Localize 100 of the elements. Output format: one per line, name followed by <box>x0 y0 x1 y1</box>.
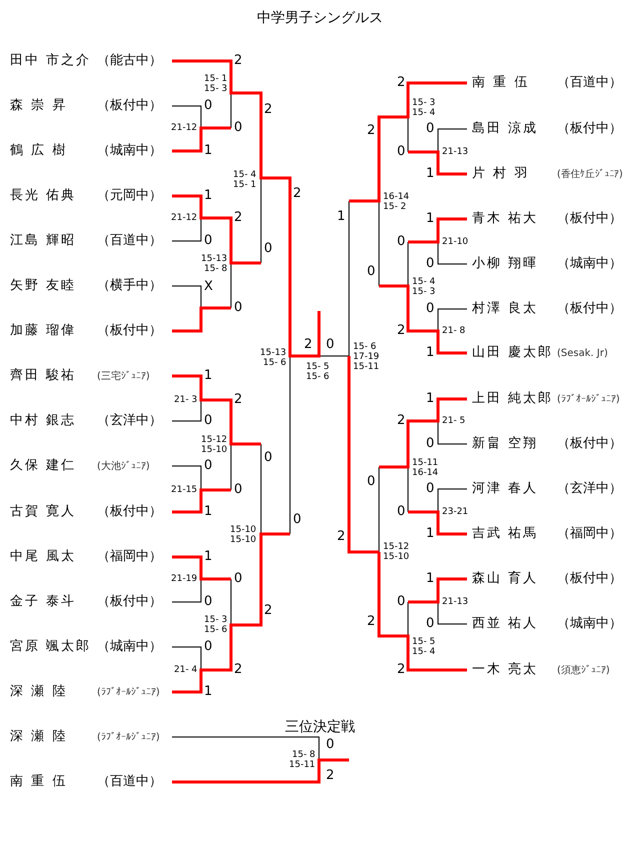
match-score: 0 <box>264 451 272 466</box>
game-score: 15- 2 <box>383 202 406 212</box>
match-score: 2 <box>397 414 406 428</box>
player-name: 矢野 友睦 <box>10 279 76 294</box>
player-name: 加藤 瑠偉 <box>10 324 76 338</box>
game-score: 15- 4 <box>412 278 436 286</box>
school-name: (香住ｹ丘ｼﾞｭﾆｱ) <box>557 168 623 180</box>
game-score: 15-11 <box>289 760 316 770</box>
player-name: 森 崇 昇 <box>10 99 68 114</box>
match-score: 2 <box>234 211 242 226</box>
player-name: 片 村 羽 <box>472 167 530 182</box>
match-score: 2 <box>293 187 302 202</box>
school-name: （百道中） <box>97 234 162 248</box>
player-name: 齊田 駿祐 <box>10 369 76 384</box>
match-score: 0 <box>204 595 212 610</box>
school-name: (ﾗﾌﾞｵｰﾙｼﾞｭﾆｱ) <box>97 732 160 742</box>
player-name: 久保 建仁 <box>10 459 76 474</box>
match-score: 0 <box>234 301 242 316</box>
match-score: 1 <box>204 505 212 520</box>
player-name: 吉武 祐馬 <box>472 527 538 542</box>
school-name: （板付中） <box>97 324 162 338</box>
game-score: 15- 6 <box>263 358 286 368</box>
game-score: 15-13 <box>260 348 286 358</box>
school-name: （城南中） <box>557 257 622 272</box>
player-name: 一木 亮太 <box>472 663 538 678</box>
player-name: 新畠 空翔 <box>472 437 538 452</box>
game-score: 21-19 <box>171 574 198 584</box>
match-score: 2 <box>397 76 406 90</box>
match-score: 2 <box>397 324 406 338</box>
player-name: 青木 祐大 <box>472 212 538 226</box>
match-score: 0 <box>204 414 212 428</box>
player-name: 南 重 伍 <box>10 775 68 790</box>
game-score: 15-12 <box>383 542 410 552</box>
match-score: 1 <box>426 212 434 226</box>
game-score: 15- 4 <box>412 108 436 118</box>
school-name: (ﾗﾌﾞｵｰﾙｼﾞｭﾆｱ) <box>557 394 620 404</box>
player-name: 宮原 颯太郎 <box>10 640 92 654</box>
school-name: (大池ｼﾞｭﾆｱ) <box>97 460 150 472</box>
player-name: 中尾 風太 <box>10 550 76 564</box>
player-name: 島田 涼成 <box>472 122 538 136</box>
player-name: 上田 純太郎 <box>472 392 554 406</box>
match-score: 0 <box>397 145 406 160</box>
game-score: 21-13 <box>442 598 468 606</box>
school-name: （板付中） <box>557 572 622 586</box>
player-name: 深 瀬 陸 <box>10 685 68 700</box>
match-score: 0 <box>204 99 212 114</box>
game-score: 15-11 <box>412 458 438 468</box>
school-name: （城南中） <box>97 144 162 158</box>
match-score: 0 <box>234 483 242 498</box>
school-name: （百道中） <box>557 76 622 90</box>
match-score: 0 <box>367 265 376 280</box>
player-name: 長光 佑典 <box>10 189 76 204</box>
player-name: 小柳 翔暉 <box>472 257 538 272</box>
match-score: 0 <box>426 437 434 452</box>
match-score: 0 <box>426 302 434 316</box>
match-score: 1 <box>426 527 434 542</box>
match-score: 0 <box>426 122 434 136</box>
school-name: （板付中） <box>557 437 622 452</box>
match-score: 0 <box>326 338 334 352</box>
match-score: 0 <box>367 475 376 490</box>
match-score: 2 <box>234 393 242 408</box>
game-score: 21- 3 <box>174 396 198 404</box>
game-score: 15- 1 <box>204 74 228 84</box>
match-score: 2 <box>234 663 242 678</box>
match-score: 1 <box>204 369 212 384</box>
game-score: 15-12 <box>201 436 228 444</box>
player-name: 西並 祐人 <box>472 617 538 632</box>
school-name: （板付中） <box>97 595 162 610</box>
game-score: 15- 4 <box>412 648 436 656</box>
match-score: 2 <box>367 124 376 138</box>
match-score: 0 <box>397 235 406 250</box>
school-name: （福岡中） <box>97 550 162 564</box>
match-score: 1 <box>204 685 212 700</box>
game-score: 15- 3 <box>204 84 228 94</box>
game-score: 21- 5 <box>442 416 466 426</box>
match-score: 2 <box>397 663 406 678</box>
game-score: 15- 5 <box>412 638 436 646</box>
game-score: 21- 8 <box>442 326 466 336</box>
game-score: 15- 8 <box>292 750 316 760</box>
game-score: 15-13 <box>201 254 228 264</box>
match-score: 2 <box>264 604 272 618</box>
match-score: 0 <box>426 257 434 272</box>
game-score: 15-10 <box>230 536 256 544</box>
game-score: 16-14 <box>412 468 438 478</box>
school-name: （板付中） <box>557 302 622 316</box>
match-score: 0 <box>293 513 302 528</box>
match-score: 2 <box>326 769 334 784</box>
game-score: 15- 6 <box>353 342 376 352</box>
school-name: （元岡中） <box>97 189 162 204</box>
game-score: 15- 1 <box>233 180 256 190</box>
match-score: 1 <box>426 167 434 182</box>
match-score: 0 <box>264 242 272 256</box>
match-score: 0 <box>426 482 434 496</box>
game-score: 15- 3 <box>412 98 436 108</box>
school-name: (ﾗﾌﾞｵｰﾙｼﾞｭﾆｱ) <box>97 686 160 698</box>
match-score: 2 <box>367 615 376 630</box>
game-score: 21-12 <box>171 124 198 132</box>
school-name: (須恵ｼﾞｭﾆｱ) <box>557 664 610 676</box>
school-name: （福岡中） <box>557 527 622 542</box>
player-name: 村澤 良太 <box>472 302 538 316</box>
